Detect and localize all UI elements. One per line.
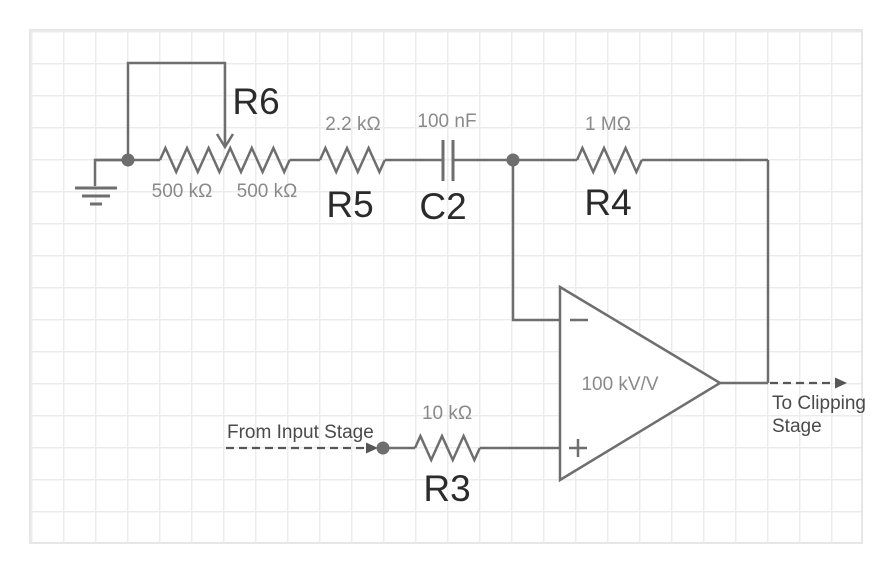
resistor-r5-symbol [318, 144, 386, 176]
ground-icon [75, 158, 128, 206]
opamp-symbol [558, 284, 723, 483]
potentiometer-wiper-wire [126, 61, 235, 160]
resistor-r4-symbol [575, 144, 643, 176]
junction-dot [506, 153, 520, 167]
wiper-arrow-icon [215, 133, 235, 150]
opamp-plus-icon [569, 439, 587, 457]
potentiometer-r6-symbol [158, 144, 291, 176]
r4-ref-label: R4 [584, 182, 632, 223]
to-clipping-stage-label: To Clipping Stage [772, 393, 866, 437]
junction-dot [121, 153, 135, 167]
input-arrow-icon [226, 442, 378, 454]
r6-value-right-label: 500 kΩ [236, 181, 298, 202]
c2-ref-label: C2 [419, 186, 467, 227]
junction-dot [376, 441, 390, 455]
r6-value-left-label: 500 kΩ [151, 181, 213, 202]
r3-value-label: 10 kΩ [421, 403, 473, 424]
from-input-stage-label: From Input Stage [227, 422, 374, 443]
opamp-gain-label: 100 kV/V [581, 374, 659, 395]
grid-background [29, 29, 863, 544]
input-chain-wires [388, 432, 560, 464]
resistor-r3-symbol [413, 432, 481, 464]
output-arrow-icon [770, 377, 847, 389]
inverting-input-wire [511, 160, 560, 322]
r6-ref-label: R6 [232, 81, 280, 122]
r4-value-label: 1 MΩ [585, 114, 631, 135]
r5-ref-label: R5 [326, 184, 374, 225]
r5-value-label: 2.2 kΩ [325, 114, 381, 135]
c2-value-label: 100 nF [417, 111, 477, 132]
top-rail-wires [95, 140, 770, 383]
r3-ref-label: R3 [423, 468, 471, 509]
